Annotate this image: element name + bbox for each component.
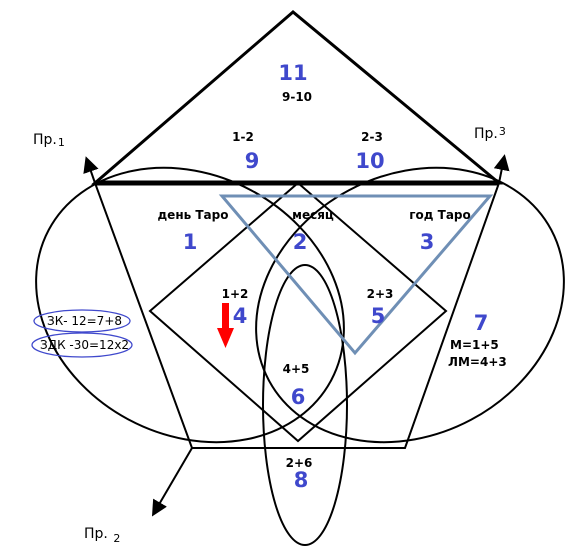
- cell-10-number: 10: [355, 149, 384, 173]
- cell-1-number: 1: [183, 230, 198, 254]
- zk-oval: [33, 309, 131, 333]
- cell-7-number: 7: [474, 311, 489, 335]
- pr3-arrow: [493, 154, 510, 184]
- cell-10-formula: 2-3: [361, 130, 383, 144]
- cell-2-number: 2: [293, 230, 308, 254]
- pr2-arrow: [151, 447, 193, 517]
- right-ellipse: [255, 166, 565, 444]
- cell-8-formula: 2+6: [286, 456, 313, 470]
- zdk-oval: [31, 332, 133, 358]
- cell-7-formula-1: М=1+5: [450, 338, 499, 352]
- cell-6-number: 6: [291, 385, 306, 409]
- zk-note: ЗК- 12=7+8: [47, 314, 122, 328]
- cell-2-label: месяц: [292, 208, 334, 222]
- cell-1-label: день Таро: [157, 208, 228, 222]
- cell-3-number: 3: [420, 230, 435, 254]
- cell-7-formula-2: ЛМ=4+3: [448, 355, 507, 369]
- cell-4-number: 4: [233, 304, 248, 328]
- zdk-note: ЗДК -30=12х2: [40, 338, 129, 352]
- cell-5-number: 5: [371, 304, 386, 328]
- cell-4-formula: 1+2: [222, 287, 249, 301]
- cell-6-formula: 4+5: [283, 362, 310, 376]
- pr1-label: Пр.1: [33, 132, 65, 149]
- inner-diamond: [148, 181, 448, 443]
- blue-triangle: [218, 194, 494, 356]
- cell-9-number: 9: [245, 149, 260, 173]
- cell-5-formula: 2+3: [367, 287, 394, 301]
- pr3-label: Пр.3: [474, 125, 506, 142]
- cell-11-formula: 9-10: [282, 90, 312, 104]
- red-down-arrow: [217, 303, 234, 348]
- left-ellipse: [35, 166, 345, 444]
- pr2-label: Пр. 2: [84, 526, 120, 545]
- bottom-ellipse: [262, 264, 348, 546]
- pr1-arrow: [83, 156, 99, 184]
- cell-3-label: год Таро: [409, 208, 471, 222]
- cell-9-formula: 1-2: [232, 130, 254, 144]
- cell-8-number: 8: [294, 468, 309, 492]
- cell-11-number: 11: [278, 61, 307, 85]
